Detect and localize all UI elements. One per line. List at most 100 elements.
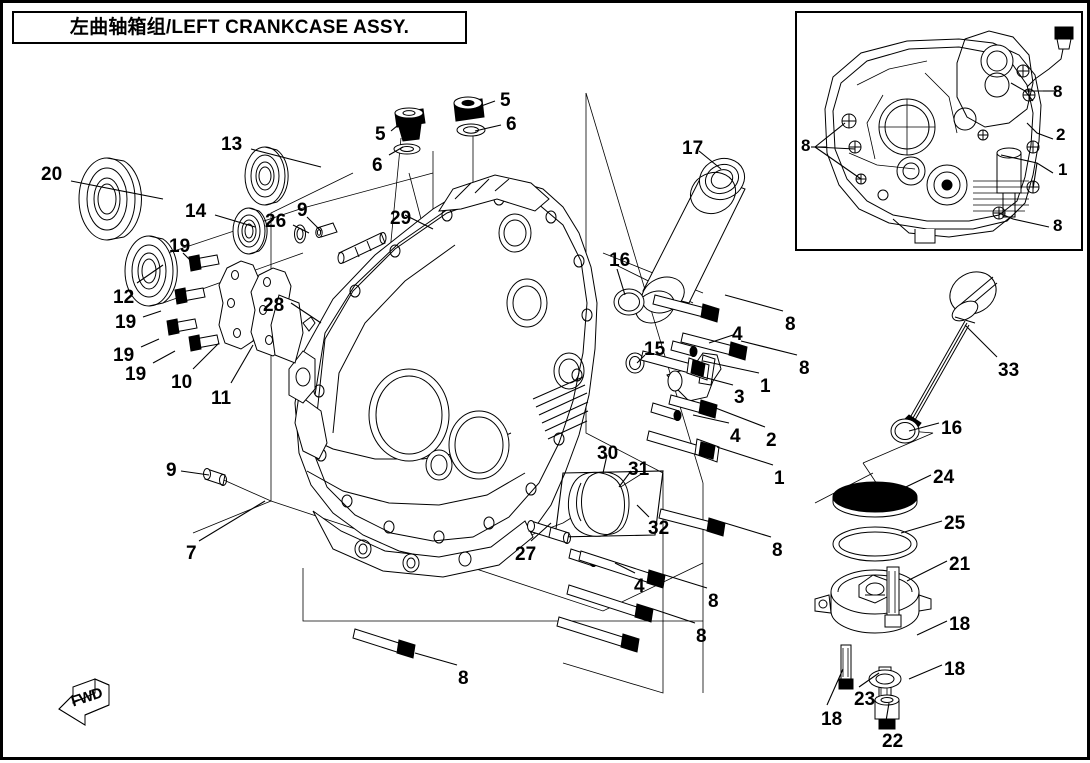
leader-c-15a [636, 354, 646, 364]
leader-c-33 [964, 324, 998, 358]
bolt-18-2 [884, 566, 902, 628]
callout-c-23: 23 [854, 689, 876, 710]
leader-c-5a [390, 120, 404, 132]
leader-lines [70, 100, 998, 728]
leader-c-4c [614, 562, 636, 574]
leader-c-14 [214, 214, 256, 228]
bolt-8-7 [352, 628, 416, 659]
callout-c-20: 20 [41, 164, 63, 185]
leader-c-9b [180, 470, 210, 476]
leader-c-18b [908, 664, 943, 680]
callout-c-14: 14 [185, 201, 207, 222]
leader-c-8d [664, 574, 708, 589]
leader-c-28 [290, 302, 322, 324]
callout-c-9b: 9 [166, 460, 177, 481]
callout-c-29: 29 [390, 208, 412, 229]
leader-c-32 [636, 504, 650, 518]
callout-c-26: 26 [265, 211, 287, 232]
bolt-8-3 [658, 508, 726, 537]
part-9-dowel-upper [315, 222, 338, 238]
callout-c-32: 32 [648, 518, 670, 539]
callout-c-8f: 8 [458, 668, 469, 689]
bottom-bolt-group [352, 548, 666, 659]
callout-c-19a: 19 [169, 236, 191, 257]
leader-c-19a [182, 252, 194, 264]
part-9-dowel-lower [203, 468, 227, 486]
part-16b-oring [890, 418, 920, 444]
dowel-4-1 [670, 340, 698, 357]
dowel-4-2 [650, 402, 682, 421]
part-5b-plug [453, 96, 485, 122]
leader-c-8c [724, 522, 772, 538]
bolt-19-4 [188, 334, 220, 352]
flange-bolt-group-right [640, 294, 748, 537]
callout-c-21: 21 [949, 554, 971, 575]
leader-c-18a [916, 620, 948, 636]
fwd-arrow-icon [58, 678, 110, 726]
page-title: 左曲轴箱组/LEFT CRANKCASE ASSY. [69, 17, 410, 38]
callout-c-30: 30 [597, 443, 619, 464]
leader-c-2a [712, 406, 766, 428]
callout-c-24: 24 [933, 467, 955, 488]
leader-c-12 [136, 264, 164, 284]
callout-c-6b: 6 [506, 114, 517, 135]
bolt-19-1 [188, 254, 220, 272]
leader-c-17 [698, 150, 722, 170]
part-5a-plug [394, 107, 426, 142]
callout-c-13: 13 [221, 134, 243, 155]
callout-c-11: 11 [211, 388, 232, 409]
leader-c-8a [724, 294, 784, 312]
part-23-washer [868, 669, 902, 689]
part-12-bearing [124, 235, 178, 307]
callout-c-8b: 8 [799, 358, 810, 379]
leader-c-27 [530, 522, 552, 542]
part-14-bearing [232, 207, 268, 255]
leader-c-4a [708, 334, 734, 344]
callout-c-5b: 5 [500, 90, 511, 111]
part-26-washer [294, 224, 306, 244]
callout-c-6a: 6 [372, 155, 383, 176]
callout-c-8a: 8 [785, 314, 796, 335]
leader-c-8e [652, 608, 696, 624]
leader-c-13 [250, 148, 322, 168]
crankcase-drawing-svg [70, 92, 998, 730]
title-block: 左曲轴箱组/LEFT CRANKCASE ASSY. [12, 11, 467, 44]
inset-callout-2: 2 [1056, 125, 1066, 144]
leader-c-6a [388, 146, 404, 156]
bolt-8-2 [680, 332, 748, 361]
callout-c-4a: 4 [732, 324, 743, 345]
leader-c-1a [702, 360, 760, 374]
bolt-8-1 [652, 294, 720, 323]
leader-c-10 [192, 342, 220, 370]
callout-c-19c: 19 [113, 345, 135, 366]
leader-c-22 [884, 702, 890, 728]
part-33-dipstick [902, 271, 998, 432]
callout-c-15a: 15 [644, 339, 666, 360]
callout-c-1a: 1 [760, 376, 771, 397]
inset-callout-8-bottom: 8 [1053, 216, 1063, 235]
callout-c-9a: 9 [297, 200, 308, 221]
leader-c-9a [306, 216, 322, 232]
callout-c-2a: 2 [766, 430, 777, 451]
bolt-1-2 [646, 430, 720, 463]
main-diagram-artwork [3, 3, 1090, 763]
inset-engine-body [824, 26, 1074, 244]
part-22-union [874, 694, 900, 730]
callout-c-7: 7 [186, 543, 197, 564]
part-10-plate [218, 260, 260, 350]
leader-c-26 [292, 224, 310, 234]
callout-c-19d: 19 [125, 364, 147, 385]
inset-reference-frame: 8 2 1 8 8 [795, 11, 1083, 251]
bolt-2-1 [668, 394, 718, 419]
left-crankcase-body [270, 174, 598, 578]
callout-c-8c: 8 [772, 540, 783, 561]
callout-c-27: 27 [515, 544, 537, 565]
part-13-bearing [244, 146, 289, 206]
callout-c-17: 17 [682, 138, 704, 159]
leader-c-19b [142, 310, 162, 318]
inset-leader-lines [811, 82, 1059, 228]
callout-c-28: 28 [263, 295, 285, 316]
callout-c-18c: 18 [821, 709, 843, 730]
leader-c-5b [472, 100, 496, 110]
